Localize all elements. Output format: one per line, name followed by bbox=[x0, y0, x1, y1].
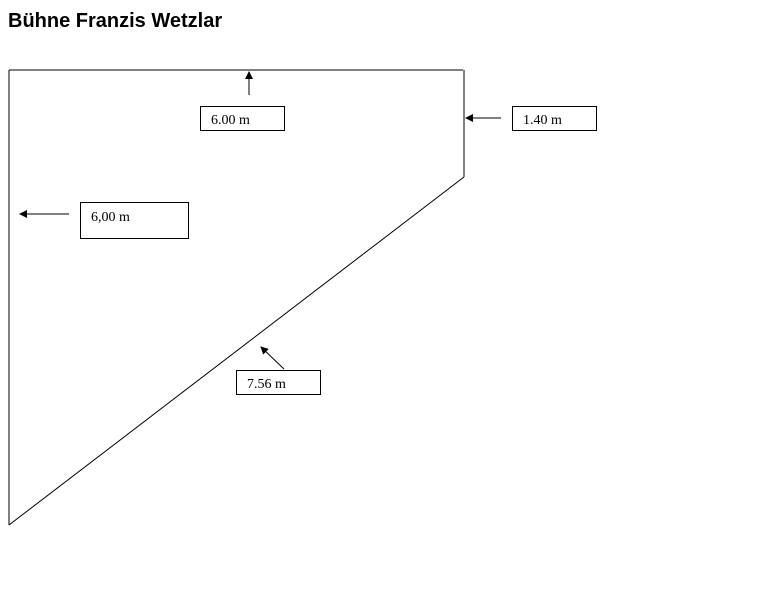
right-edge-dimension-label: 1.40 m bbox=[512, 106, 597, 131]
top-edge-dimension-label: 6.00 m bbox=[200, 106, 285, 131]
page-title: Bühne Franzis Wetzlar bbox=[8, 10, 223, 32]
diagonal-edge-dimension-label: 7.56 m bbox=[236, 370, 321, 395]
diagonal-edge-arrow bbox=[260, 346, 285, 370]
stage-diagonal-edge bbox=[8, 176, 465, 526]
left-edge-dimension-label: 6,00 m bbox=[80, 202, 189, 239]
